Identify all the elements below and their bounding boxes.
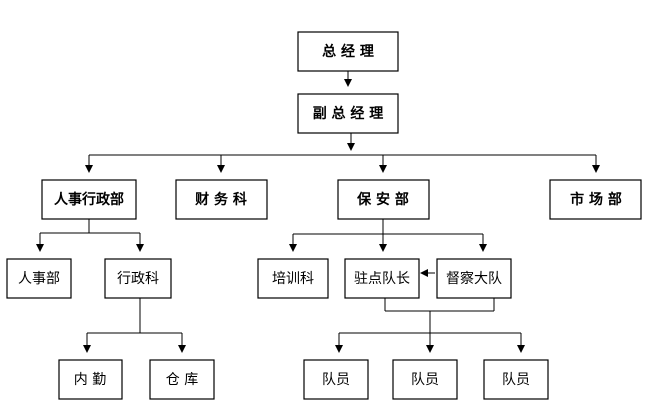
node-label: 人事部 [18, 271, 60, 287]
node-training-section: 培训科 [257, 258, 329, 299]
node-security-dept: 保 安 部 [337, 179, 430, 220]
node-team-member-2: 队员 [392, 359, 458, 400]
node-hr-admin-dept: 人事行政部 [41, 179, 137, 220]
node-label: 内 勤 [74, 372, 106, 388]
node-hr-dept: 人事部 [6, 258, 72, 299]
node-logistics: 内 勤 [58, 359, 123, 400]
node-admin-section: 行政科 [104, 258, 172, 299]
node-marketing-dept: 市 场 部 [549, 179, 642, 220]
node-label: 副 总 经 理 [313, 105, 384, 122]
node-label: 督察大队 [446, 270, 502, 287]
node-label: 保 安 部 [356, 191, 409, 208]
nodes: 总 经 理 副 总 经 理 人事行政部 财 务 科 保 安 部 市 场 部 人事… [6, 31, 642, 400]
node-station-team-leader: 驻点队长 [344, 258, 420, 299]
node-label: 培训科 [272, 271, 314, 287]
node-label: 队员 [322, 372, 350, 388]
node-label: 仓 库 [166, 372, 198, 388]
node-label: 驻点队长 [354, 271, 410, 287]
connectors [36, 71, 600, 353]
node-label: 财 务 科 [194, 191, 247, 208]
node-inspection-team: 督察大队 [436, 258, 512, 299]
node-deputy-general-manager: 副 总 经 理 [297, 93, 399, 134]
node-label: 人事行政部 [54, 191, 124, 208]
node-warehouse: 仓 库 [149, 359, 215, 400]
node-finance-section: 财 务 科 [175, 179, 268, 220]
node-label: 队员 [502, 372, 530, 388]
node-label: 行政科 [117, 271, 159, 287]
node-team-member-1: 队员 [303, 359, 369, 400]
node-label: 总 经 理 [322, 43, 374, 60]
node-team-member-3: 队员 [483, 359, 549, 400]
node-label: 队员 [411, 372, 439, 388]
node-general-manager: 总 经 理 [297, 31, 399, 72]
node-label: 市 场 部 [570, 191, 622, 208]
